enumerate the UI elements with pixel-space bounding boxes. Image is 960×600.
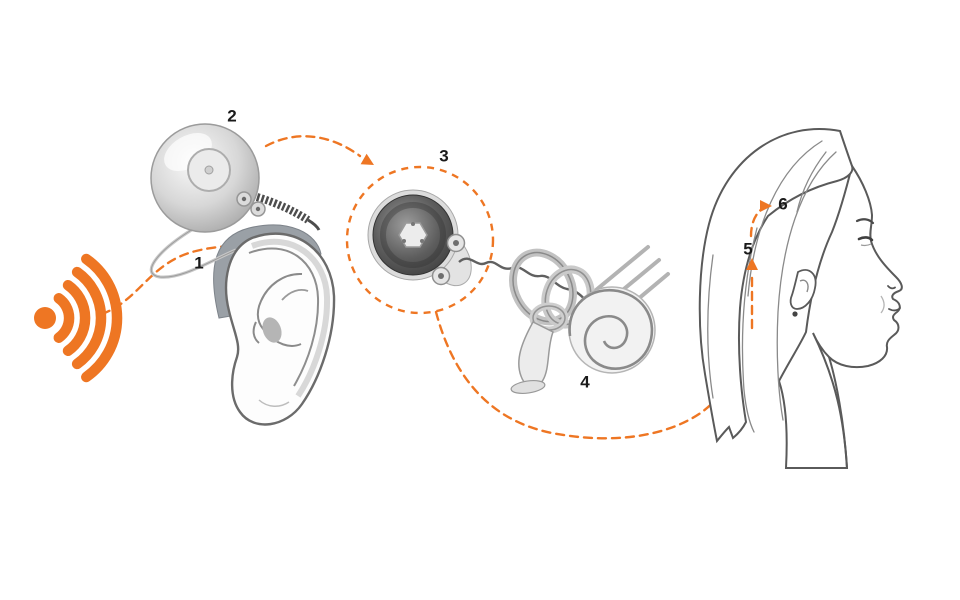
sound-waves-icon [34, 253, 123, 383]
inner-ear-cochlea-illustration [509, 245, 670, 394]
step-label-5: 5 [743, 239, 753, 259]
arrowhead [746, 258, 758, 270]
auditory-pathway-arrows [746, 200, 772, 330]
earring [792, 311, 798, 317]
implant-highlight-circle [345, 165, 495, 315]
signal-path-2 [264, 135, 374, 165]
step-label-4: 4 [580, 372, 590, 392]
step-label-3: 3 [439, 146, 449, 166]
arrowhead [760, 200, 772, 212]
signal-path-6 [749, 200, 772, 238]
signal-path-5 [746, 258, 758, 330]
cochlear-implant-illustration [345, 165, 589, 315]
step-label-2: 2 [227, 106, 237, 126]
step-label-1: 1 [194, 253, 204, 273]
head-profile-illustration [698, 128, 903, 469]
step-label-6: 6 [778, 194, 788, 214]
ear-illustration [149, 224, 336, 426]
signal-path-3 [434, 310, 723, 440]
arrowhead [360, 153, 374, 165]
sound-processor-illustration [150, 123, 321, 233]
